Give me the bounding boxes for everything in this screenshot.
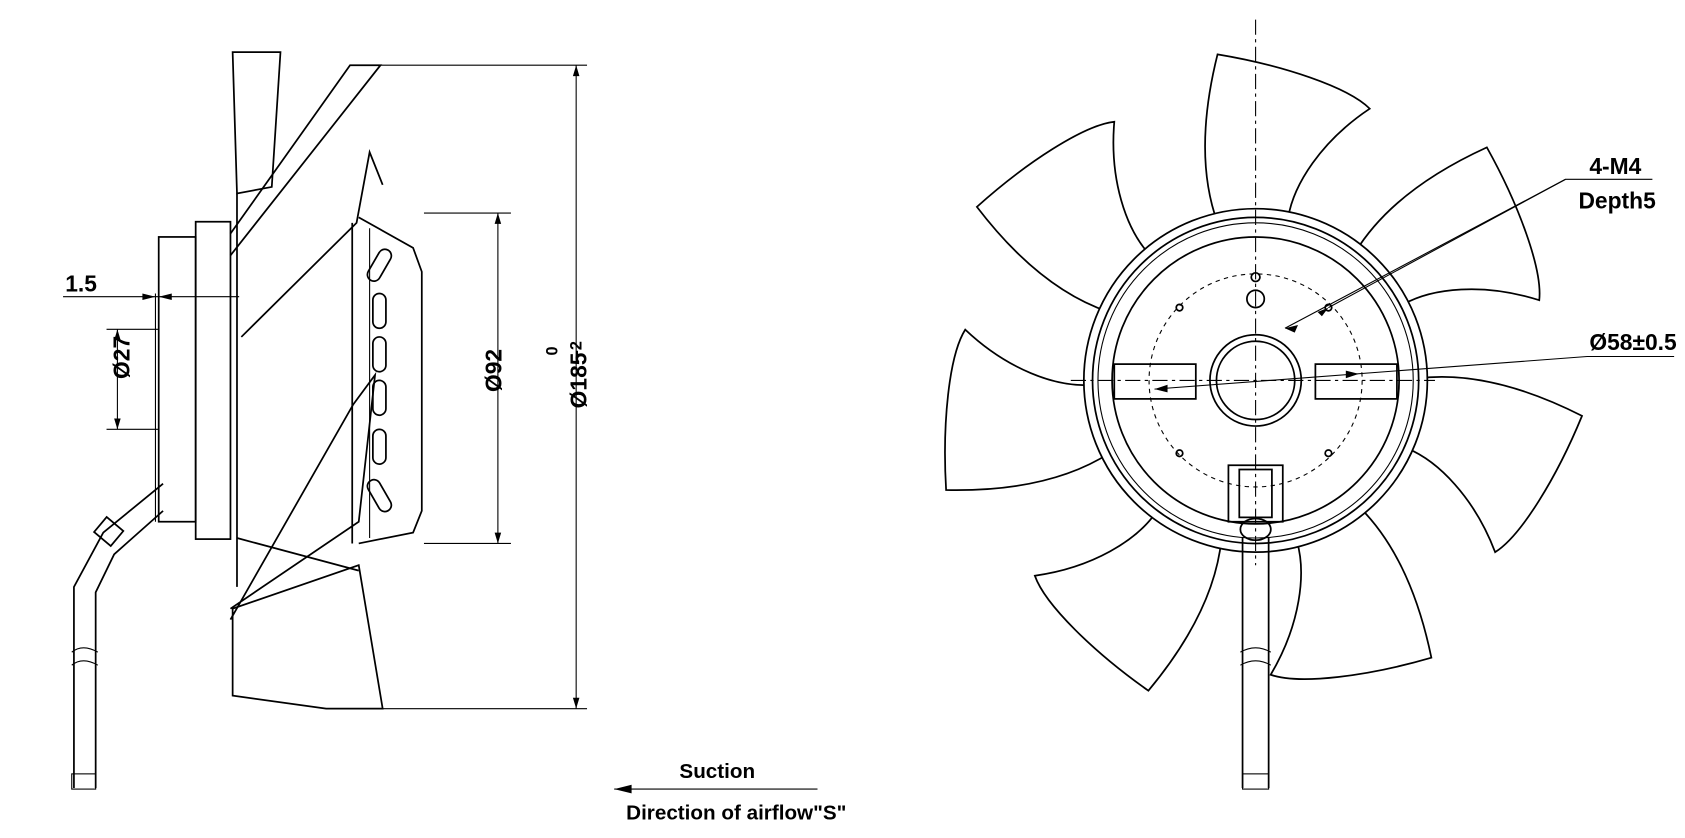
balance-mark [1246,289,1266,309]
mount-hole [1175,449,1184,458]
slot-right [1314,363,1398,400]
fan-blades [944,53,1584,692]
side-view: 1.5 Ø27 Ø92 Ø185 0 -2 [63,51,591,790]
airflow-direction-label: Direction of airflow"S" [626,802,846,825]
fan-blade [1204,53,1372,224]
fan-blade [975,120,1150,313]
dim-flange-gap: 1.5 [65,270,97,296]
motor-body [194,220,232,540]
mount-hole [1324,449,1333,458]
hub-diameter-label: Ø58±0.5 [1589,329,1677,355]
cable [71,482,164,790]
mount-hole [1324,303,1333,312]
dim-shaft-diameter: Ø27 [109,336,135,379]
fan-blade [1406,376,1584,554]
thread-label: 4-M4 [1589,153,1641,179]
dim-outer-tol-upper: 0 [544,346,562,355]
motor-flange [157,236,197,523]
suction-label: Suction [679,760,755,783]
slot-left [1113,363,1197,400]
dim-outer-tol-lower: -2 [567,341,585,355]
rotor-cup [358,216,423,545]
depth-label: Depth5 [1578,188,1656,214]
arrow-head-icon [614,784,632,794]
fan-blade [944,328,1112,492]
cable-outlet [1227,464,1284,523]
fan-blade [1354,146,1541,306]
dimension-lines [63,64,588,710]
mount-hole [1175,303,1184,312]
front-view: 4-M4 Depth5 Ø58±0.5 [944,19,1677,790]
front-cable [1240,538,1272,790]
diameter-leader [1154,355,1675,390]
fan-blade [1269,504,1433,680]
dim-motor-diameter: Ø92 [480,349,506,392]
dim-outer-diameter: Ø185 [565,352,591,408]
airflow-indicator: Suction Direction of airflow"S" [614,760,846,825]
fan-blade [1033,512,1223,692]
blade-profile [229,51,384,710]
